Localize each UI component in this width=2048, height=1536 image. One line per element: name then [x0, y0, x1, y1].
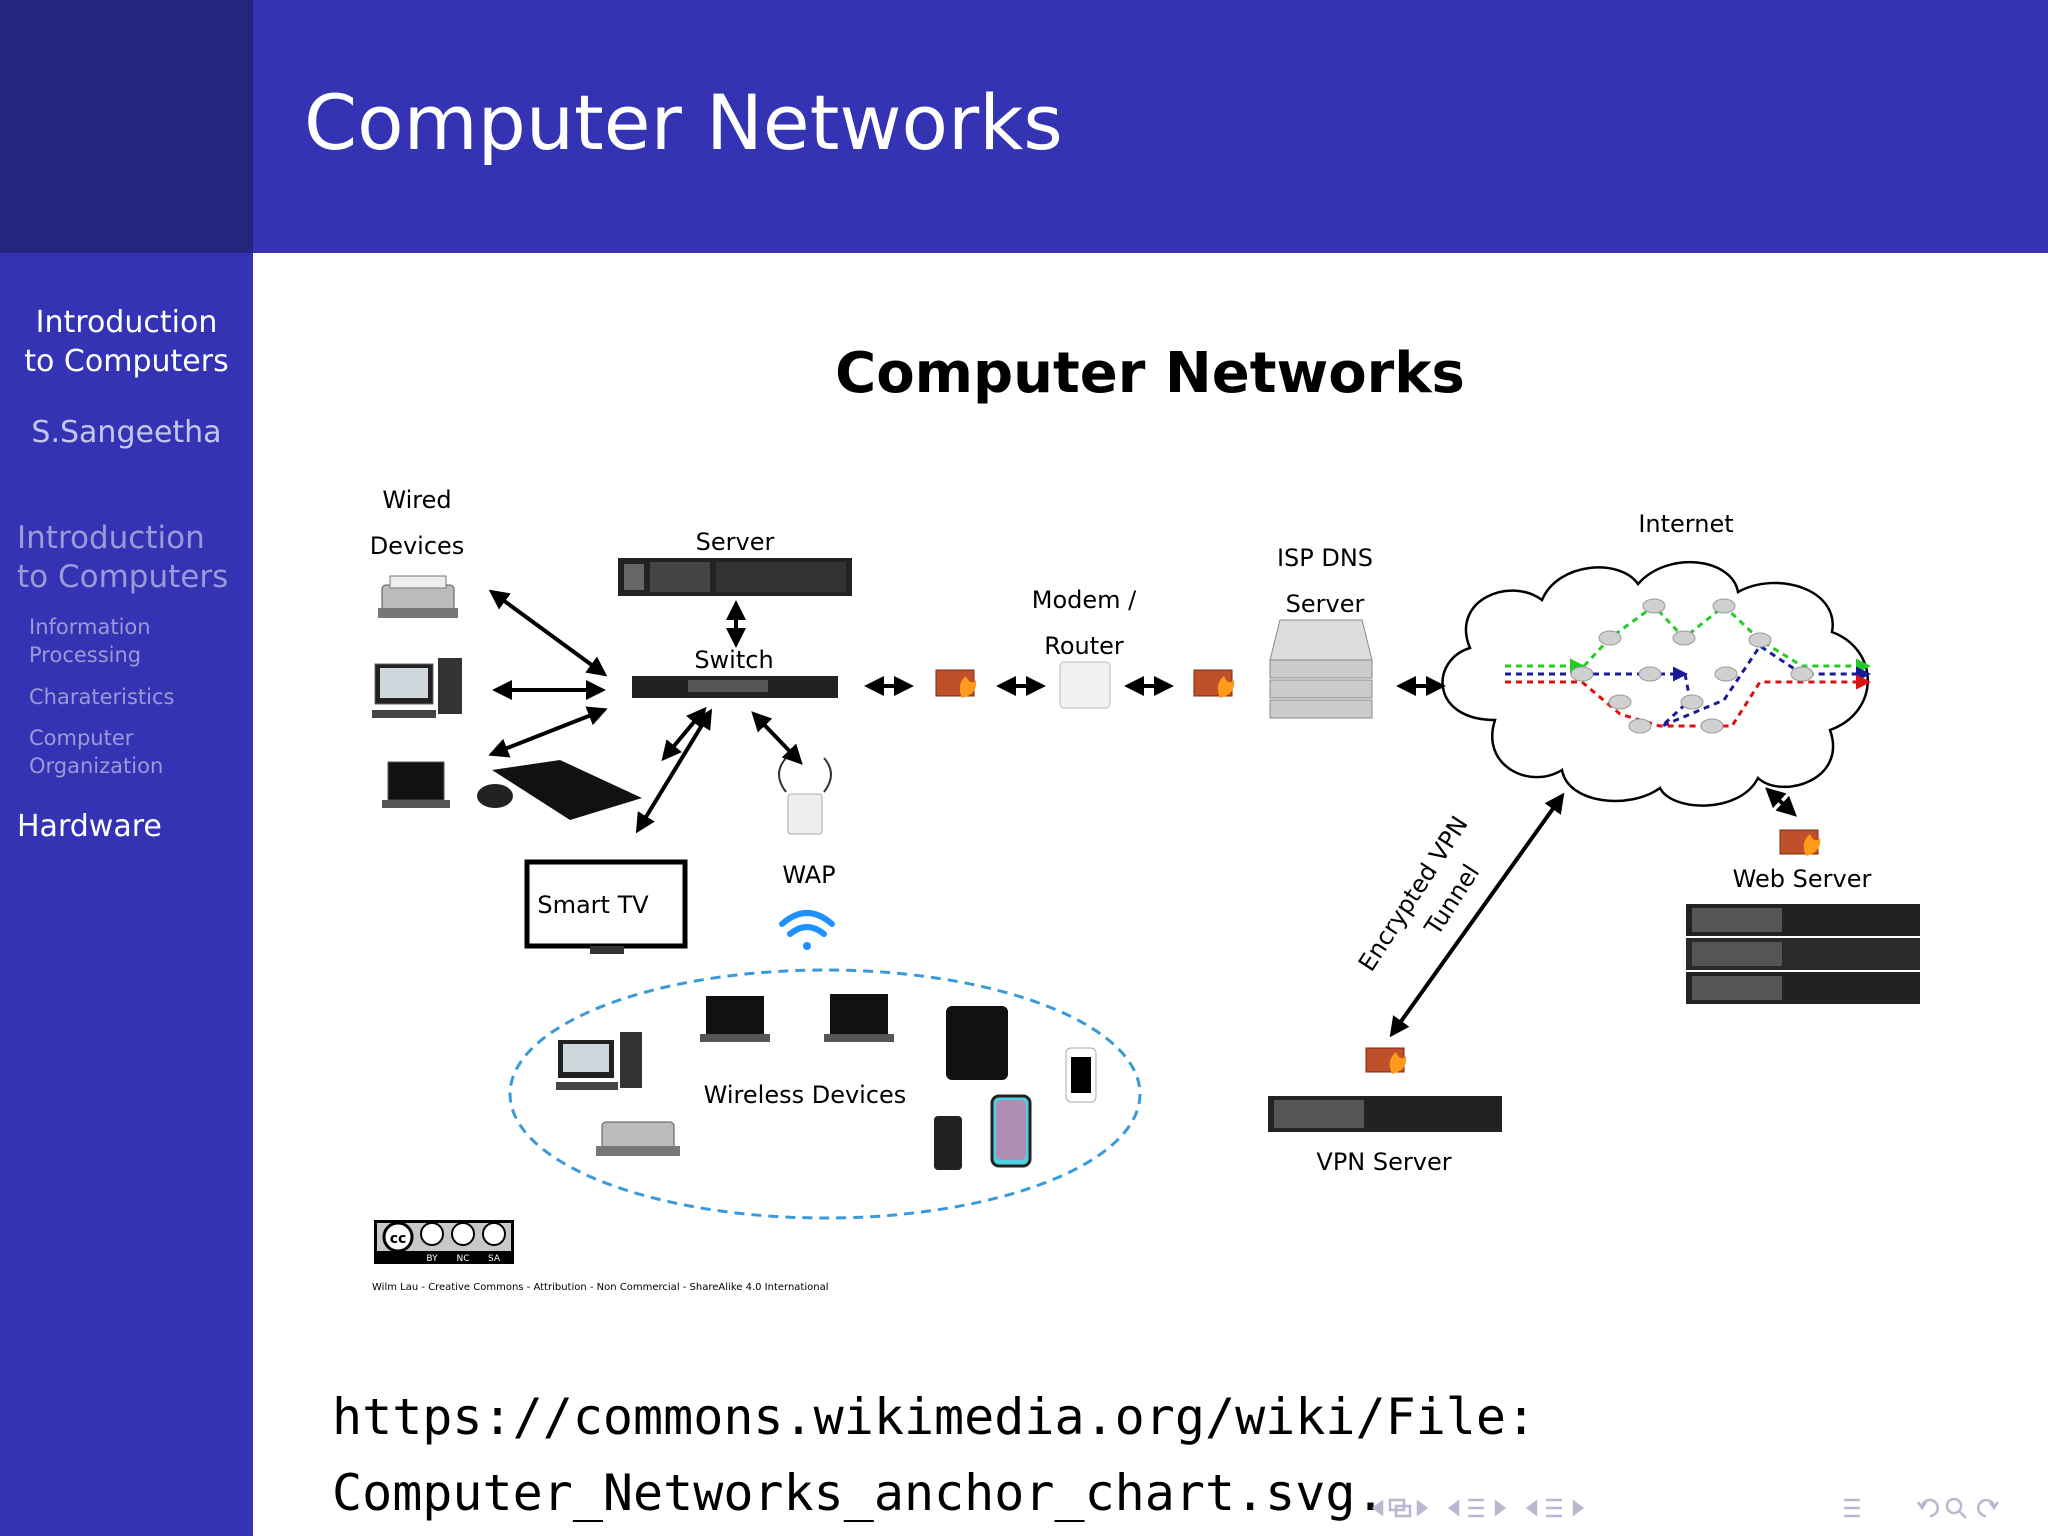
sidebar-corner	[0, 0, 253, 253]
nav-section-forward-icon[interactable]	[1572, 1499, 1585, 1517]
desktop-computer-icon	[372, 658, 462, 718]
toc-subsection-information-processing-1[interactable]: Information	[29, 615, 151, 639]
internet-nodes	[1570, 598, 1814, 734]
smart-tv-icon: Smart TV	[524, 859, 688, 954]
smartphone-icon	[1065, 1047, 1097, 1103]
printer-icon	[378, 575, 458, 618]
smartphone-icon	[990, 1094, 1032, 1168]
toc-subsection-charateristics[interactable]: Charateristics	[29, 685, 175, 709]
toc-subsection-computer-organization-2[interactable]: Organization	[29, 754, 164, 778]
firewall-icon	[1779, 829, 1821, 856]
label-server: Server	[696, 528, 775, 556]
label-vpn-server: VPN Server	[1316, 1148, 1451, 1176]
label-switch: Switch	[694, 646, 773, 674]
game-console-icon	[477, 760, 642, 820]
sidebar-title-line-1[interactable]: Introduction	[35, 305, 218, 340]
cc-nc: NC	[456, 1254, 469, 1264]
label-web-server: Web Server	[1733, 865, 1872, 893]
cc-license-badge: cc BY NC SA	[374, 1220, 514, 1264]
license-credit: Wilm Lau - Creative Commons - Attributio…	[372, 1282, 828, 1293]
nav-frame-back-icon[interactable]	[1371, 1499, 1384, 1517]
sidebar-author[interactable]: S.Sangeetha	[31, 415, 222, 450]
network-diagram: Computer Networks Wired Devices Server S…	[370, 341, 1920, 1293]
nav-section-back-icon[interactable]	[1525, 1499, 1538, 1517]
dns-server-icon	[1269, 619, 1373, 719]
firewall-icon	[935, 669, 977, 698]
wireless-devices-area	[508, 968, 1142, 1220]
toc-section-line-1[interactable]: Introduction	[17, 520, 205, 556]
laptop-icon	[382, 761, 450, 808]
wifi-icon	[779, 910, 835, 950]
nav-undo-icon[interactable]	[1916, 1498, 1939, 1518]
router-icon	[1059, 661, 1111, 709]
firewall-icon	[1365, 1047, 1407, 1074]
label-router: Router	[1044, 632, 1124, 660]
nav-subsection-icon[interactable]	[1468, 1498, 1484, 1518]
wireless-printer-icon	[596, 1121, 680, 1156]
nav-search-icon[interactable]	[1945, 1497, 1967, 1519]
tablet-icon	[946, 1006, 1008, 1080]
label-isp-dns: ISP DNS	[1277, 544, 1373, 572]
sidebar-title-line-2[interactable]: to Computers	[24, 344, 229, 379]
beamer-navigation	[1371, 1497, 2000, 1519]
web-server-icon	[1686, 904, 1920, 1004]
label-wired: Wired	[382, 486, 451, 514]
toc-subsection-information-processing-2[interactable]: Processing	[29, 643, 142, 667]
slide-header: Computer Networks	[253, 0, 2048, 253]
connection-arrows	[488, 589, 1797, 1038]
figure-title: Computer Networks	[835, 341, 1465, 406]
nav-frame-icon[interactable]	[1388, 1498, 1412, 1518]
label-smart-tv: Smart TV	[537, 891, 649, 919]
label-isp-server: Server	[1286, 590, 1365, 618]
source-url-line-1[interactable]: https://commons.wikimedia.org/wiki/File:	[332, 1388, 1537, 1446]
wireless-desktop-icon	[556, 1032, 642, 1090]
nav-subsection-forward-icon[interactable]	[1494, 1499, 1507, 1517]
firewall-icon	[1193, 669, 1235, 698]
label-devices: Devices	[370, 532, 465, 560]
slide-title: Computer Networks	[304, 78, 1063, 167]
network-switch-icon	[632, 676, 838, 698]
toc-section-line-2[interactable]: to Computers	[17, 559, 229, 595]
nav-frame-forward-icon[interactable]	[1416, 1499, 1429, 1517]
nav-section-icon[interactable]	[1546, 1498, 1562, 1518]
toc-subsection-computer-organization-1[interactable]: Computer	[29, 726, 134, 750]
nav-redo-icon[interactable]	[1977, 1498, 2000, 1518]
label-wap: WAP	[782, 861, 835, 889]
nav-document-icon[interactable]	[1844, 1498, 1860, 1518]
nav-subsection-back-icon[interactable]	[1447, 1499, 1460, 1517]
vpn-server-icon	[1268, 1096, 1502, 1132]
wireless-access-point-icon	[778, 757, 832, 835]
label-wireless-devices: Wireless Devices	[704, 1081, 907, 1109]
wireless-laptop-icon	[700, 996, 770, 1042]
label-modem: Modem /	[1032, 586, 1137, 614]
svg-text:cc: cc	[390, 1231, 407, 1247]
label-internet: Internet	[1638, 510, 1733, 538]
wireless-laptop-icon	[824, 994, 894, 1042]
cc-by: BY	[426, 1254, 438, 1264]
cc-sa: SA	[488, 1254, 501, 1264]
smartphone-icon	[934, 1116, 962, 1170]
internet-cloud	[1441, 560, 1869, 807]
sidebar: Introduction to Computers S.Sangeetha In…	[0, 253, 253, 1536]
toc-section-hardware[interactable]: Hardware	[17, 809, 162, 844]
source-url-line-2[interactable]: Computer_Networks_anchor_chart.svg.	[332, 1464, 1386, 1522]
server-rack-icon	[618, 558, 852, 596]
